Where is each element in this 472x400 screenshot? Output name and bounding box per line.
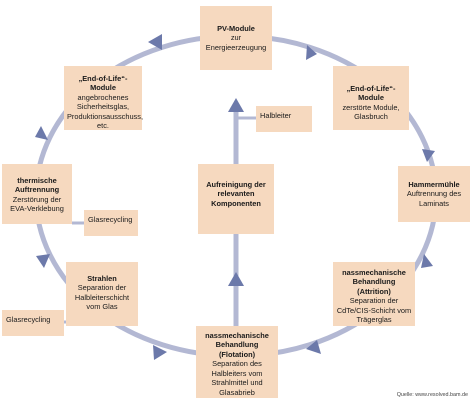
ring-arrow-8: [148, 34, 162, 50]
ring-arrow-7: [35, 126, 48, 140]
node-aufreinigung: Aufreinigung der relevanten Komponenten: [198, 164, 274, 234]
node-desc: zur Energieerzeugung: [205, 33, 267, 52]
node-attrition: nassmechanische Behandlung (Attrition) S…: [333, 262, 415, 326]
ring-arrow-6: [36, 254, 50, 268]
center-arrow-up-bottom: [228, 272, 244, 286]
center-arrow-up-top: [228, 98, 244, 112]
output-halbleiter: Halbleiter: [256, 106, 312, 132]
node-title: nassmechanische Behandlung (Flotation): [205, 331, 269, 359]
ring-arrow-4: [306, 340, 321, 354]
node-desc: Zerstörung der EVA-Verklebung: [10, 194, 64, 214]
node-title: nassmechanische Behandlung (Attrition): [342, 268, 406, 296]
output-glasrecycling-2: Glasrecycling: [2, 310, 64, 336]
node-eol-modules-right: „End-of-Life“-Module zerstörte Module, G…: [333, 66, 409, 130]
node-flotation: nassmechanische Behandlung (Flotation) S…: [196, 326, 278, 398]
node-desc: Auftrennung des Laminats: [406, 189, 462, 208]
node-title: Strahlen: [87, 274, 117, 283]
source-credit: Quelle: www.resolved.bam.de: [396, 392, 468, 398]
node-desc: zerstörte Module, Glasbruch: [342, 102, 400, 122]
node-desc: angebrochenes Sicherheitsglas, Produktio…: [67, 92, 143, 131]
ring-arrow-2: [422, 149, 435, 162]
node-hammermuehle: Hammermühle Auftrennung des Laminats: [398, 166, 470, 222]
node-desc: Separation der CdTe/CIS-Schicht vom Träg…: [336, 296, 412, 325]
output-glasrecycling-1: Glasrecycling: [84, 210, 138, 236]
ring-arrow-3: [421, 254, 433, 268]
node-pv-module: PV-Module zur Energieerzeugung: [200, 6, 272, 70]
node-desc: Separation des Halbleiters vom Strahlmit…: [211, 359, 263, 397]
node-desc: Separation der Halbleiterschicht vom Gla…: [74, 283, 130, 312]
node-title: „End-of-Life“-Module: [78, 74, 128, 93]
node-eol-modules-left: „End-of-Life“-Module angebrochenes Siche…: [64, 66, 143, 131]
node-strahlen: Strahlen Separation der Halbleiterschich…: [66, 262, 138, 326]
node-title: Hammermühle: [408, 180, 460, 189]
node-title: thermische Auftrennung: [14, 176, 60, 195]
ring-arrow-1: [306, 45, 317, 60]
node-title: „End-of-Life“-Module: [346, 84, 396, 103]
node-title: PV-Module: [217, 24, 255, 33]
node-thermische-auftrennung: thermische Auftrennung Zerstörung der EV…: [2, 164, 72, 224]
node-title: Aufreinigung der relevanten Komponenten: [206, 180, 266, 208]
ring-arrow-5: [153, 345, 167, 360]
